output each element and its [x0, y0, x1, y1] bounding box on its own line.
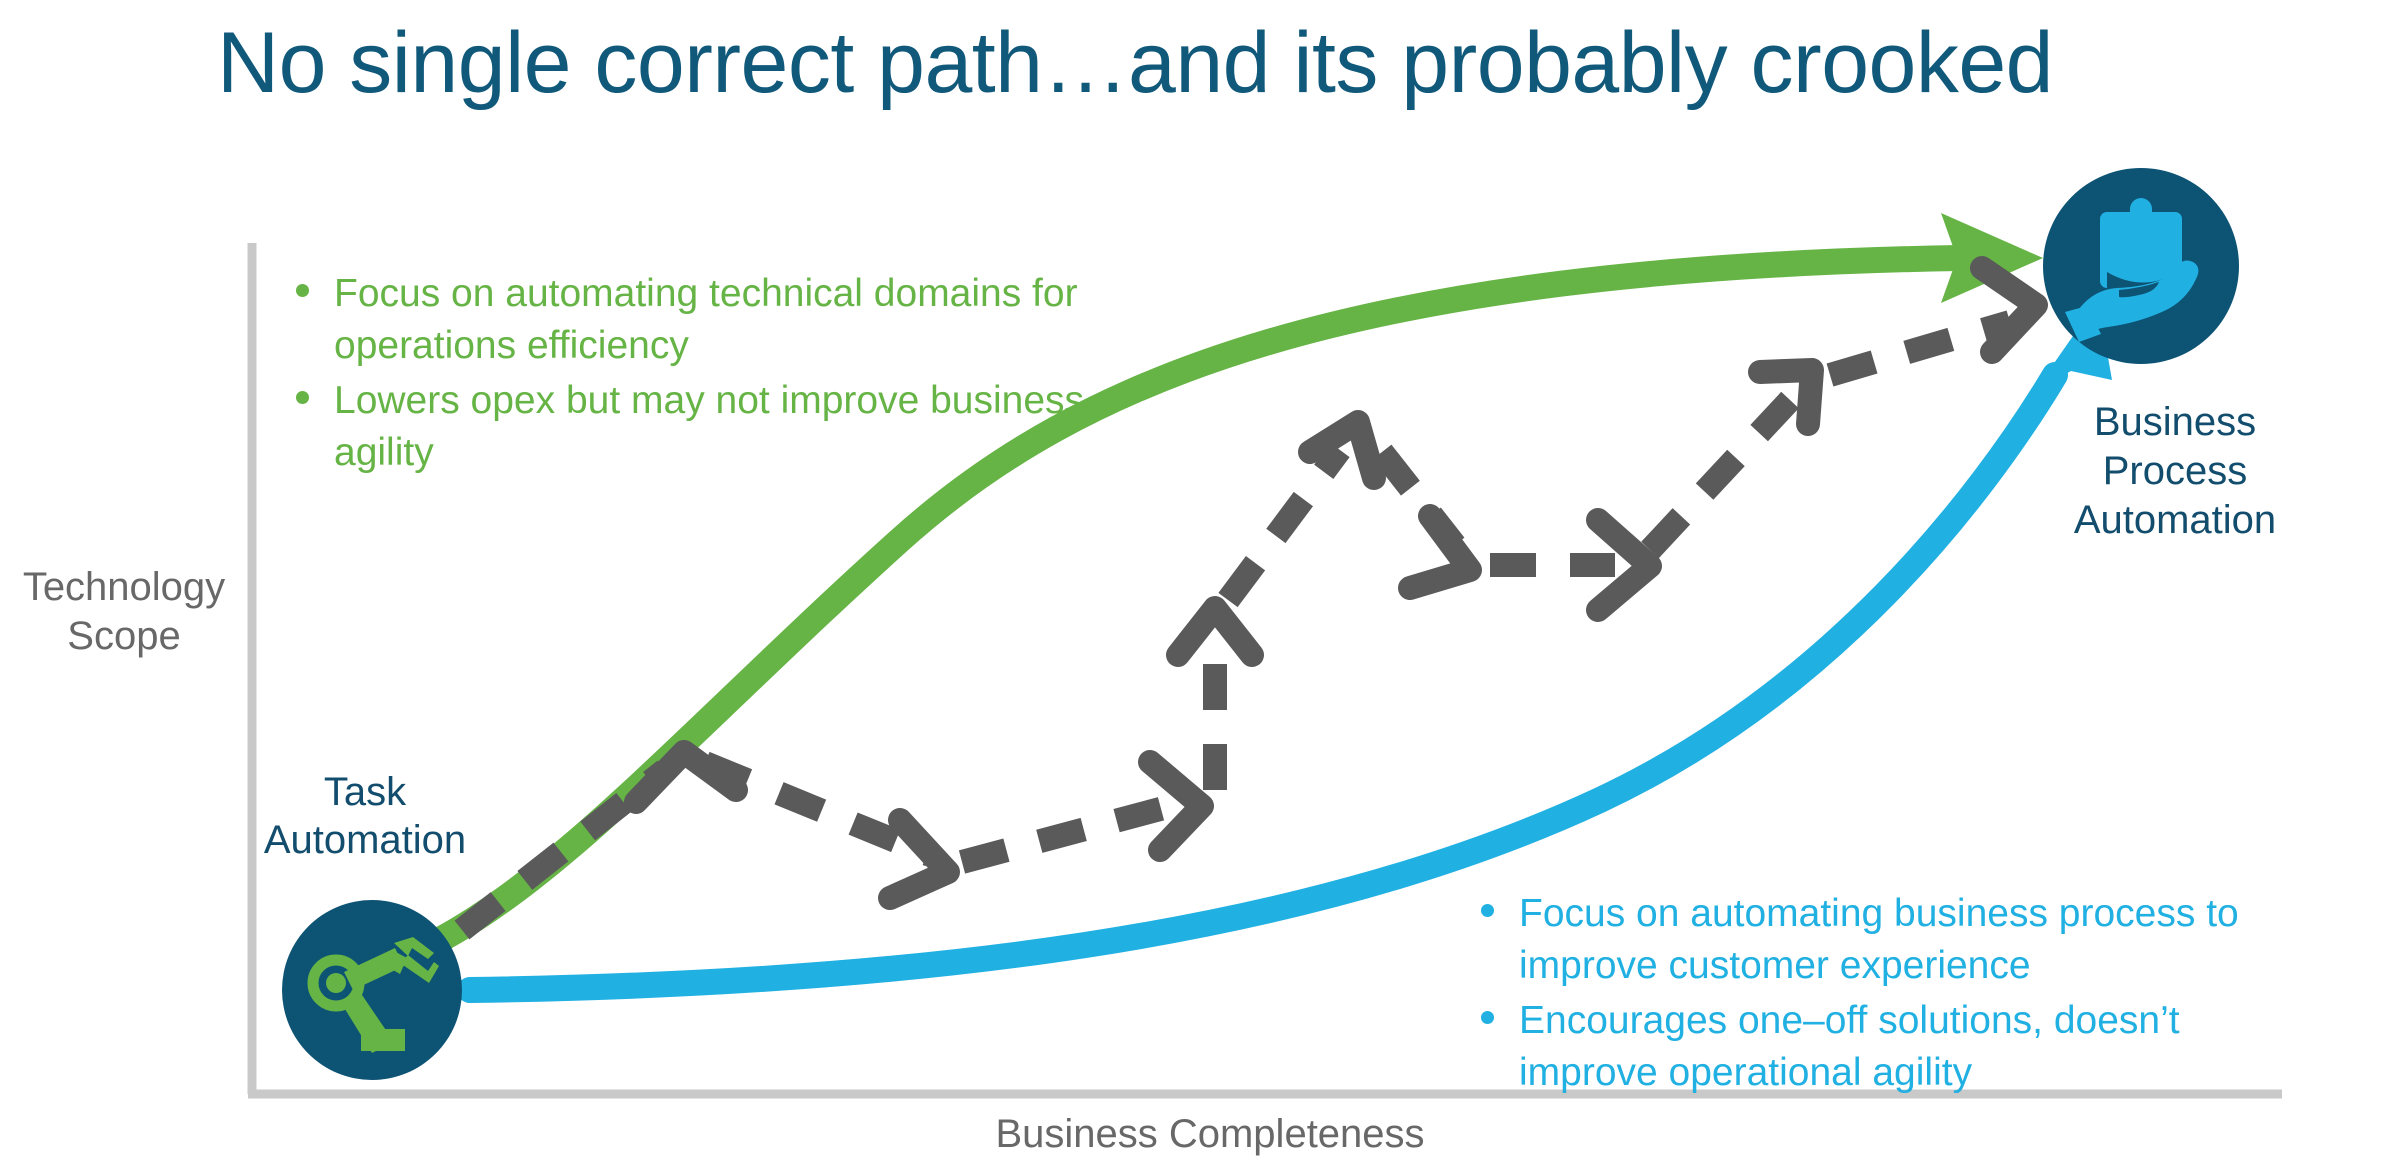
crooked-path-arrowheads	[624, 256, 2048, 910]
green-callout-list: Focus on automating technical domains fo…	[290, 268, 1120, 481]
bullet-dot-icon	[296, 284, 309, 298]
y-axis-title: Technology Scope	[10, 563, 238, 661]
bpa-label-line1: Business	[2093, 400, 2257, 444]
task-automation-label-line1: Task	[323, 770, 407, 814]
task-automation-label-line2: Automation	[263, 818, 467, 862]
list-item: Lowers opex but may not improve business…	[290, 375, 1120, 480]
y-axis-title-line2: Scope	[67, 613, 181, 658]
bullet-dot-icon	[1481, 904, 1494, 918]
task-automation-badge	[282, 900, 462, 1080]
list-item-text: Focus on automating business process to …	[1519, 892, 2239, 988]
list-item-text: Focus on automating technical domains fo…	[334, 272, 1078, 368]
page-title: No single correct path…and its probably …	[216, 15, 2054, 111]
x-axis-title: Business Completeness	[995, 1112, 1425, 1156]
bpa-label-line2: Process	[2102, 448, 2248, 493]
list-item-text: Lowers opex but may not improve business…	[334, 378, 1085, 474]
list-item: Focus on automating business process to …	[1475, 888, 2305, 993]
bullet-dot-icon	[1481, 1010, 1494, 1024]
blue-callout-items: Focus on automating business process to …	[1475, 888, 2305, 1099]
list-item-text: Encourages one–off solutions, doesn’t im…	[1519, 998, 2180, 1094]
task-automation-label: Task Automation	[230, 768, 500, 864]
robot-arm-icon	[307, 937, 439, 1053]
hand-holding-clipboard-icon	[2065, 198, 2199, 342]
green-callout-items: Focus on automating technical domains fo…	[290, 268, 1120, 479]
bpa-label-line3: Automation	[2073, 497, 2277, 542]
blue-callout-list: Focus on automating business process to …	[1475, 888, 2305, 1101]
green-path-arrow	[417, 213, 2043, 958]
bpa-badge	[2043, 168, 2239, 364]
y-axis-title-line1: Technology	[22, 565, 226, 609]
bpa-label: Business Process Automation	[2040, 398, 2310, 544]
bullet-dot-icon	[296, 390, 309, 404]
list-item: Encourages one–off solutions, doesn’t im…	[1475, 995, 2305, 1100]
list-item: Focus on automating technical domains fo…	[290, 268, 1120, 373]
